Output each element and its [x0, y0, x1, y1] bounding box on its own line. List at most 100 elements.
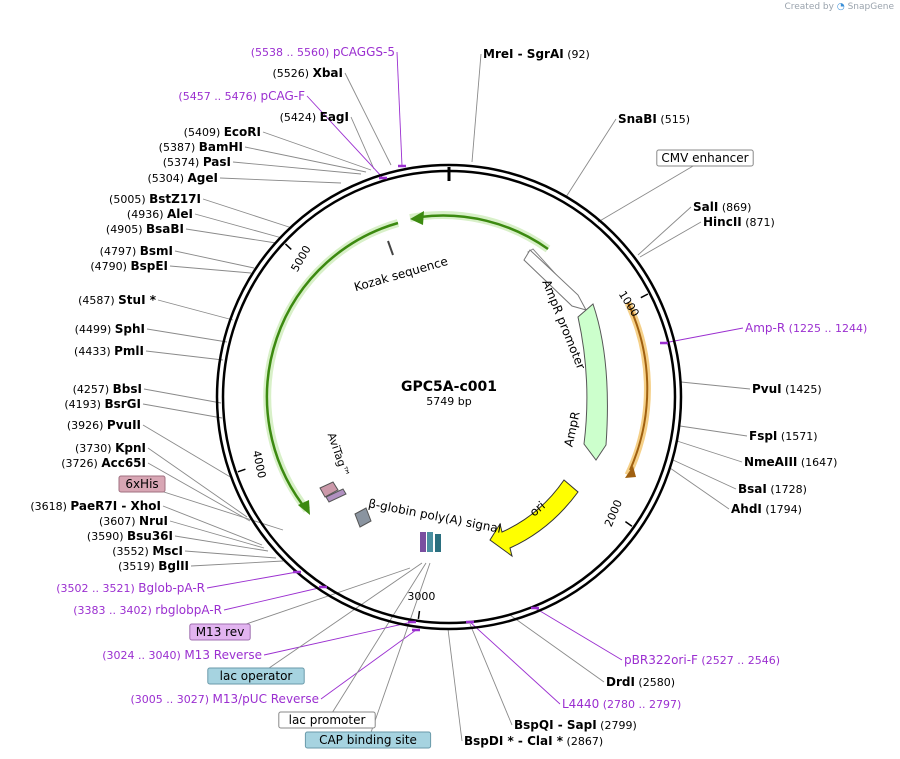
enzyme-label-1: SnaBI (515): [618, 112, 690, 126]
cmv-promoter-glow: [263, 219, 400, 513]
enzyme-position: (5387): [159, 141, 199, 154]
primer-leader-2: [663, 327, 744, 344]
enzyme-name: SnaBI: [618, 112, 657, 126]
primer-label-5: (3502 .. 3521) Bglob-pA-R: [56, 581, 205, 595]
enzyme-label-19: (4936) AleI: [127, 207, 193, 221]
enzyme-leader-17: [219, 177, 342, 184]
enzyme-name: BspQI - SapI: [514, 718, 597, 732]
enzyme-leader-1: [565, 118, 617, 198]
tick-mark-4000: [237, 468, 246, 473]
primer-name: pBR322ori-F: [624, 653, 698, 667]
enzyme-name: PvuII: [107, 418, 141, 432]
boxed-feature-2: M13 rev: [189, 623, 251, 641]
kozak-mark: [387, 240, 394, 256]
boxed-feature-text: CMV enhancer: [661, 151, 748, 165]
ampr-promoter-box: [523, 249, 587, 311]
backbone-outer-ring: [215, 163, 683, 631]
primer-range: (3024 .. 3040): [102, 649, 184, 662]
polya-mark-purple: [420, 532, 426, 552]
enzyme-position: (5304): [147, 172, 187, 185]
enzyme-label-29: (3730) KpnI: [75, 441, 146, 455]
enzyme-leader-16: [232, 161, 362, 175]
primer-name: pCAGGS-5: [333, 45, 395, 59]
boxed-feature-text: 6xHis: [125, 477, 158, 491]
enzyme-name: NruI: [139, 514, 168, 528]
enzyme-label-24: (4499) SphI: [75, 322, 145, 336]
polya-mark-dark: [435, 534, 441, 552]
snapgene-credit: Created by ◔ SnapGene: [784, 2, 894, 12]
primer-label-6: (3383 .. 3402) rbglobpA-R: [73, 603, 222, 617]
enzyme-leader-18: [202, 198, 293, 229]
his-tag-box: [325, 488, 347, 503]
primer-name: pCAG-F: [260, 89, 305, 103]
primer-range: (2527 .. 2546): [698, 654, 780, 667]
enzyme-name: BspDI * - ClaI *: [464, 734, 564, 748]
enzyme-position: (2580): [635, 676, 675, 689]
enzyme-name: BsrGI: [104, 397, 141, 411]
boxed-feature-leader-0: [597, 158, 706, 223]
enzyme-leader-22: [169, 265, 252, 274]
enzyme-label-21: (4797) BsmI: [100, 244, 173, 258]
leader-lines: [141, 51, 751, 742]
enzyme-leader-3: [639, 221, 702, 258]
enzyme-labels: MreI - SgrAI (92)SnaBI (515)SalI (869)Hi…: [30, 47, 837, 748]
boxed-feature-text: lac operator: [220, 669, 293, 683]
enzyme-position: (1571): [777, 430, 817, 443]
primer-label-7: (3024 .. 3040) M13 Reverse: [102, 648, 262, 662]
enzyme-position: (5409): [184, 126, 224, 139]
enzyme-leader-28: [142, 424, 233, 479]
primer-label-0: (5538 .. 5560) pCAGGS-5: [251, 45, 395, 59]
enzyme-name: PaeR7I - XhoI: [70, 499, 161, 513]
primer-labels: (5538 .. 5560) pCAGGS-5(5457 .. 5476) pC…: [56, 45, 867, 711]
enzyme-position: (5005): [109, 193, 149, 206]
primer-label-8: (3005 .. 3027) M13/pUC Reverse: [130, 692, 319, 706]
cmv-promoter-arrowhead: [298, 500, 310, 515]
primer-label-4: L4440 (2780 .. 2797): [562, 697, 681, 711]
enzyme-label-33: (3590) Bsu36I: [87, 529, 173, 543]
feature-label-avitag: AviTag™: [325, 431, 352, 479]
enzyme-position: (4257): [73, 383, 113, 396]
enzyme-label-11: BspDI * - ClaI * (2867): [464, 734, 603, 748]
enzyme-position: (3926): [67, 419, 107, 432]
boxed-feature-leader-1: [141, 484, 284, 531]
boxed-feature-frame: [656, 149, 754, 167]
enzyme-name: BsmI: [140, 244, 173, 258]
boxed-feature-leader-3: [255, 562, 423, 678]
enzyme-leader-33: [174, 535, 269, 552]
grey-feature-box: [354, 507, 372, 528]
enzyme-leader-25: [145, 350, 224, 361]
cmv-promoter-arc: [265, 221, 399, 505]
enzyme-name: EcoRI: [224, 125, 261, 139]
enzyme-leader-26: [143, 388, 222, 404]
enzyme-label-17: (5304) AgeI: [147, 171, 218, 185]
ori-arrow: [489, 479, 579, 558]
enzyme-leader-20: [185, 228, 277, 244]
primer-name: rbglobpA-R: [155, 603, 222, 617]
enzyme-name: BbsI: [113, 382, 142, 396]
enzyme-position: (1647): [797, 456, 837, 469]
enzyme-position: (515): [657, 113, 690, 126]
enzyme-position: (5374): [163, 156, 203, 169]
enzyme-leader-9: [509, 614, 605, 683]
tick-label-4000: 4000: [250, 449, 269, 479]
enzyme-leader-0: [471, 53, 482, 163]
enzyme-name: EagI: [320, 110, 349, 124]
primer-name: Bglob-pA-R: [138, 581, 205, 595]
enzyme-leader-2: [637, 206, 692, 256]
enzyme-label-0: MreI - SgrAI (92): [483, 47, 590, 61]
boxed-feature-5: CAP binding site: [304, 731, 432, 749]
enzyme-position: (3730): [75, 442, 115, 455]
enzyme-position: (5526): [273, 67, 313, 80]
primer-leader-0: [396, 51, 403, 167]
enzyme-label-13: (5424) EagI: [280, 110, 349, 124]
enzyme-leader-6: [676, 440, 743, 463]
enzyme-leader-12: [344, 72, 392, 166]
primer-range: (3383 .. 3402): [73, 604, 155, 617]
primer-range: (1225 .. 1244): [785, 322, 867, 335]
enzyme-position: (871): [742, 216, 775, 229]
enzyme-name: BspEI: [130, 259, 168, 273]
enzyme-name: PvuI: [752, 382, 782, 396]
boxed-feature-text: lac promoter: [289, 713, 366, 727]
